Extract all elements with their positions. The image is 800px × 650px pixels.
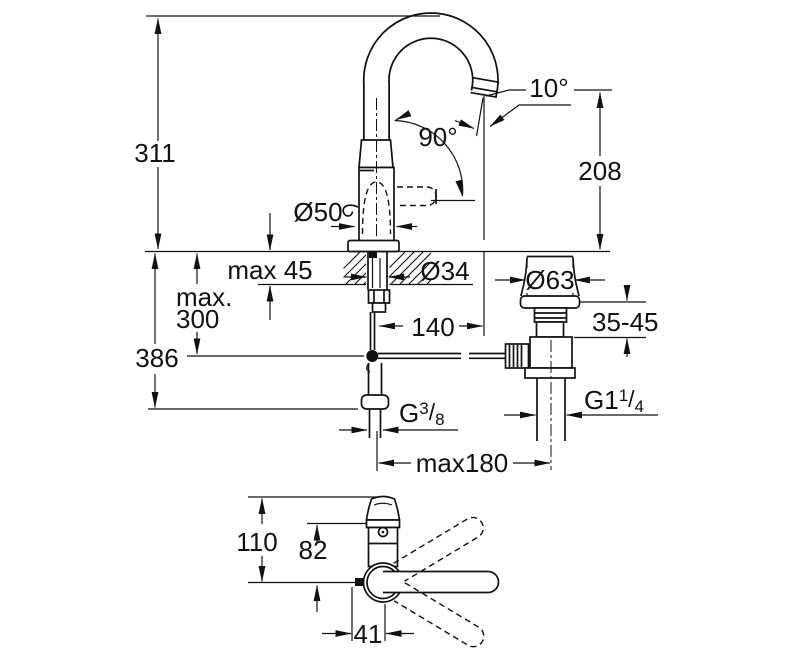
dim-total-depth: 386 (135, 343, 178, 373)
plan-view (248, 495, 500, 648)
deck-section (258, 251, 473, 286)
spout-plan (365, 495, 401, 521)
dim-spout-tilt-angle: 10° (529, 73, 568, 103)
dim-max-deck-thickness: max 45 (227, 255, 312, 285)
dimension-labels: 311 10° 90° 208 Ø50 max 45 Ø34 max. 300 … (134, 73, 658, 649)
waste-thread-prefix: G1 (584, 385, 619, 415)
dim-waste-clamp-range: 35-45 (592, 307, 659, 337)
supply-thread-numerator: 3 (419, 399, 428, 418)
rod-tab (355, 578, 364, 586)
front-dimension-lines (151, 18, 658, 471)
handle-swing-up-dashed (393, 516, 484, 582)
lever-front (342, 204, 359, 217)
dim-body-projection: 82 (299, 535, 328, 565)
hose-nut (360, 394, 390, 410)
handle-swing-down-dashed (393, 582, 485, 648)
mounting-nut (367, 289, 391, 304)
dim-total-projection: 110 (236, 527, 277, 557)
dim-rod-offset: 140 (411, 312, 454, 342)
handle-plan (383, 570, 500, 594)
lever-side-dashed (397, 186, 437, 207)
shank-and-rod (360, 252, 506, 438)
supply-thread-separator: / (429, 399, 436, 425)
waste-locknut (533, 307, 568, 323)
spout-tube (362, 12, 500, 145)
aerator (470, 76, 500, 99)
dim-max-center-distance: max180 (416, 448, 509, 478)
set-screw (377, 526, 389, 538)
dim-rod-center-offset: 41 (354, 619, 383, 649)
supply-thread-prefix: G (399, 398, 419, 428)
dim-waste-flange-diameter: Ø63 (525, 265, 574, 295)
rod-ball-joint (366, 350, 379, 362)
dim-hole-diameter: Ø34 (420, 256, 469, 286)
dim-supply-thread: G3/8 (399, 398, 445, 429)
supply-hose (360, 363, 390, 438)
dim-max-rod-depth-1: max. (176, 282, 232, 312)
waste-thread-numerator: 1 (619, 386, 628, 405)
pop-up-waste (504, 255, 581, 470)
dim-swivel-angle: 90° (418, 122, 457, 152)
waste-thread-separator: / (628, 386, 635, 412)
dim-waste-thread: G11/4 (584, 385, 644, 416)
dim-base-diameter: Ø50 (293, 197, 342, 227)
dim-spout-height: 208 (578, 156, 621, 186)
faucet-front-view (342, 98, 437, 253)
waste-flange (519, 295, 581, 309)
body-plan (367, 526, 399, 568)
waste-thread-denominator: 4 (635, 397, 644, 416)
rod-guide (369, 252, 377, 258)
dim-total-height: 311 (134, 138, 175, 168)
base-flange (347, 239, 400, 253)
dim-max-rod-depth-2: 300 (176, 304, 219, 334)
supply-thread-denominator: 8 (435, 410, 444, 429)
